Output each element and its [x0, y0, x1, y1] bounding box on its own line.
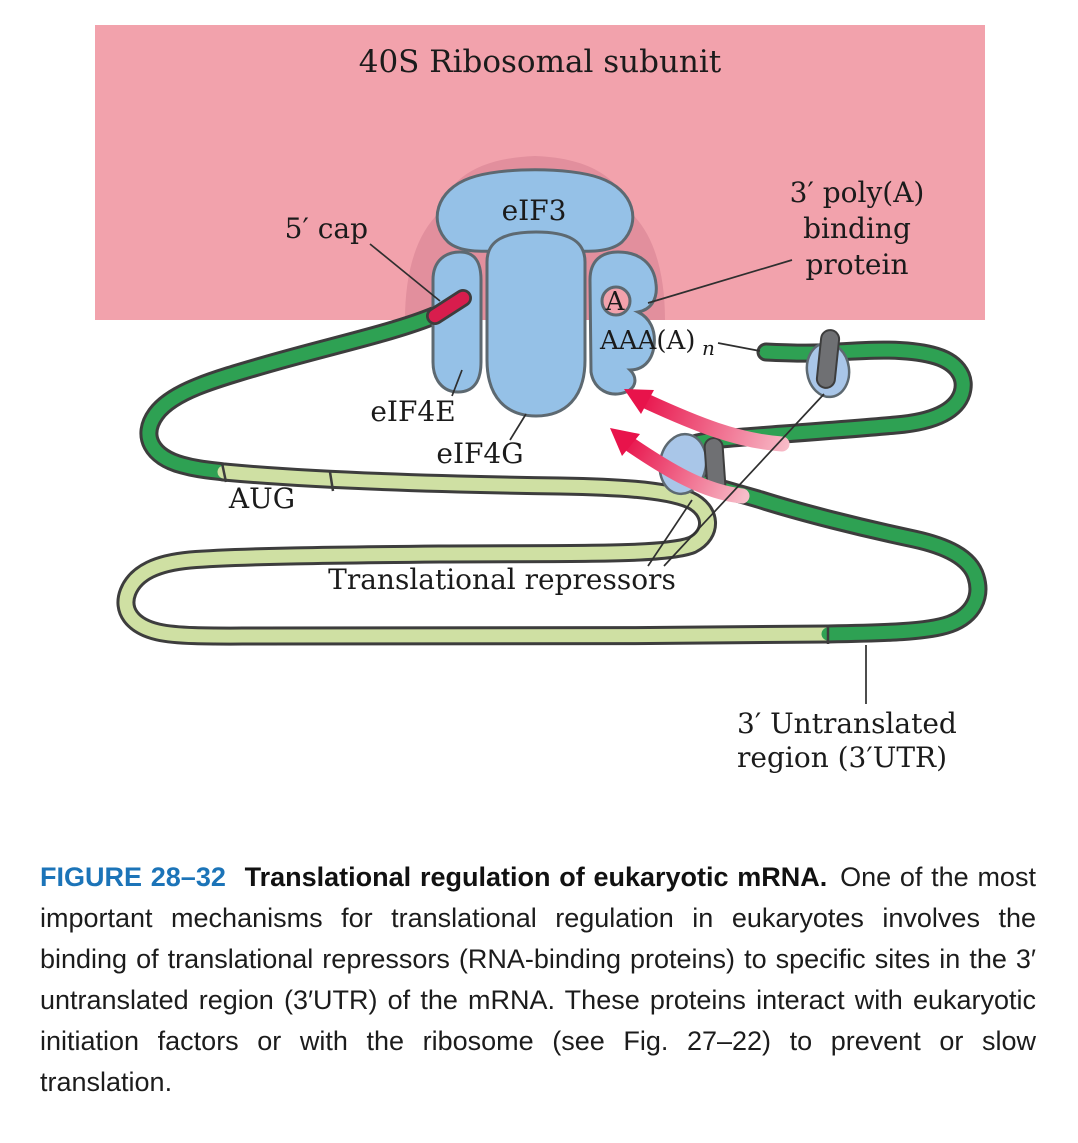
utr-label-line1: 3′ Untranslated	[737, 707, 957, 740]
eif4e-label: eIF4E	[370, 395, 455, 428]
five-prime-cap	[426, 289, 472, 325]
figure-caption: FIGURE 28–32 Translational regulation of…	[0, 827, 1078, 1103]
figure-caption-body: One of the most important mechanisms for…	[40, 862, 1036, 1098]
eif4e-leader-line	[451, 369, 463, 397]
polya-first-a: A	[605, 287, 626, 317]
segment-boundary-ticks	[220, 462, 830, 644]
cap-label: 5′ cap	[285, 212, 368, 245]
polya-tail: AAA(A)	[599, 326, 695, 356]
pabp-leader-line	[647, 259, 793, 304]
repression-arrow-lower-head	[610, 428, 640, 456]
mrna-5utr-segment	[142, 308, 443, 479]
repressor1-leader-line	[663, 393, 825, 567]
repression-arrow-upper-head	[624, 389, 654, 414]
eif4e-shape	[431, 250, 483, 394]
pabp-label-line1: 3′ poly(A)	[790, 176, 925, 209]
repressor2-leader-line	[647, 499, 693, 567]
eif3-label: eIF3	[502, 194, 567, 227]
figure-number: FIGURE 28–32	[40, 862, 226, 892]
repression-arrows	[610, 389, 790, 504]
figure-caption-title: Translational regulation of eukaryotic m…	[244, 862, 828, 892]
polya-leader-line	[717, 342, 761, 352]
mrna-coding-segment	[119, 465, 835, 643]
repression-arrow-lower	[623, 437, 750, 504]
diagram-title: 40S Ribosomal subunit	[359, 44, 722, 80]
polya-binding-protein-shape	[588, 250, 658, 396]
figure-diagram: 40S Ribosomal subunit 5′ cap eIF3 3′ pol…	[95, 25, 988, 774]
polya-notch	[600, 285, 632, 317]
initiation-complex	[431, 168, 658, 418]
repressor-1	[805, 329, 851, 399]
repressor-1-clamp	[815, 329, 841, 389]
eif4g-label: eIF4G	[436, 437, 523, 470]
leader-lines	[369, 243, 867, 704]
repression-arrow-upper	[640, 394, 790, 452]
utr-label-line2: region (3′UTR)	[737, 741, 947, 774]
cap-leader-line	[369, 243, 441, 302]
pabp-label-line3: protein	[806, 248, 909, 281]
polya-tail-subscript: n	[702, 336, 715, 360]
eif4g-shape	[485, 230, 587, 418]
aug-label: AUG	[228, 482, 295, 515]
eif4g-leader-line	[509, 413, 527, 441]
repressors-label: Translational repressors	[328, 563, 676, 596]
pabp-label-line2: binding	[803, 212, 911, 245]
